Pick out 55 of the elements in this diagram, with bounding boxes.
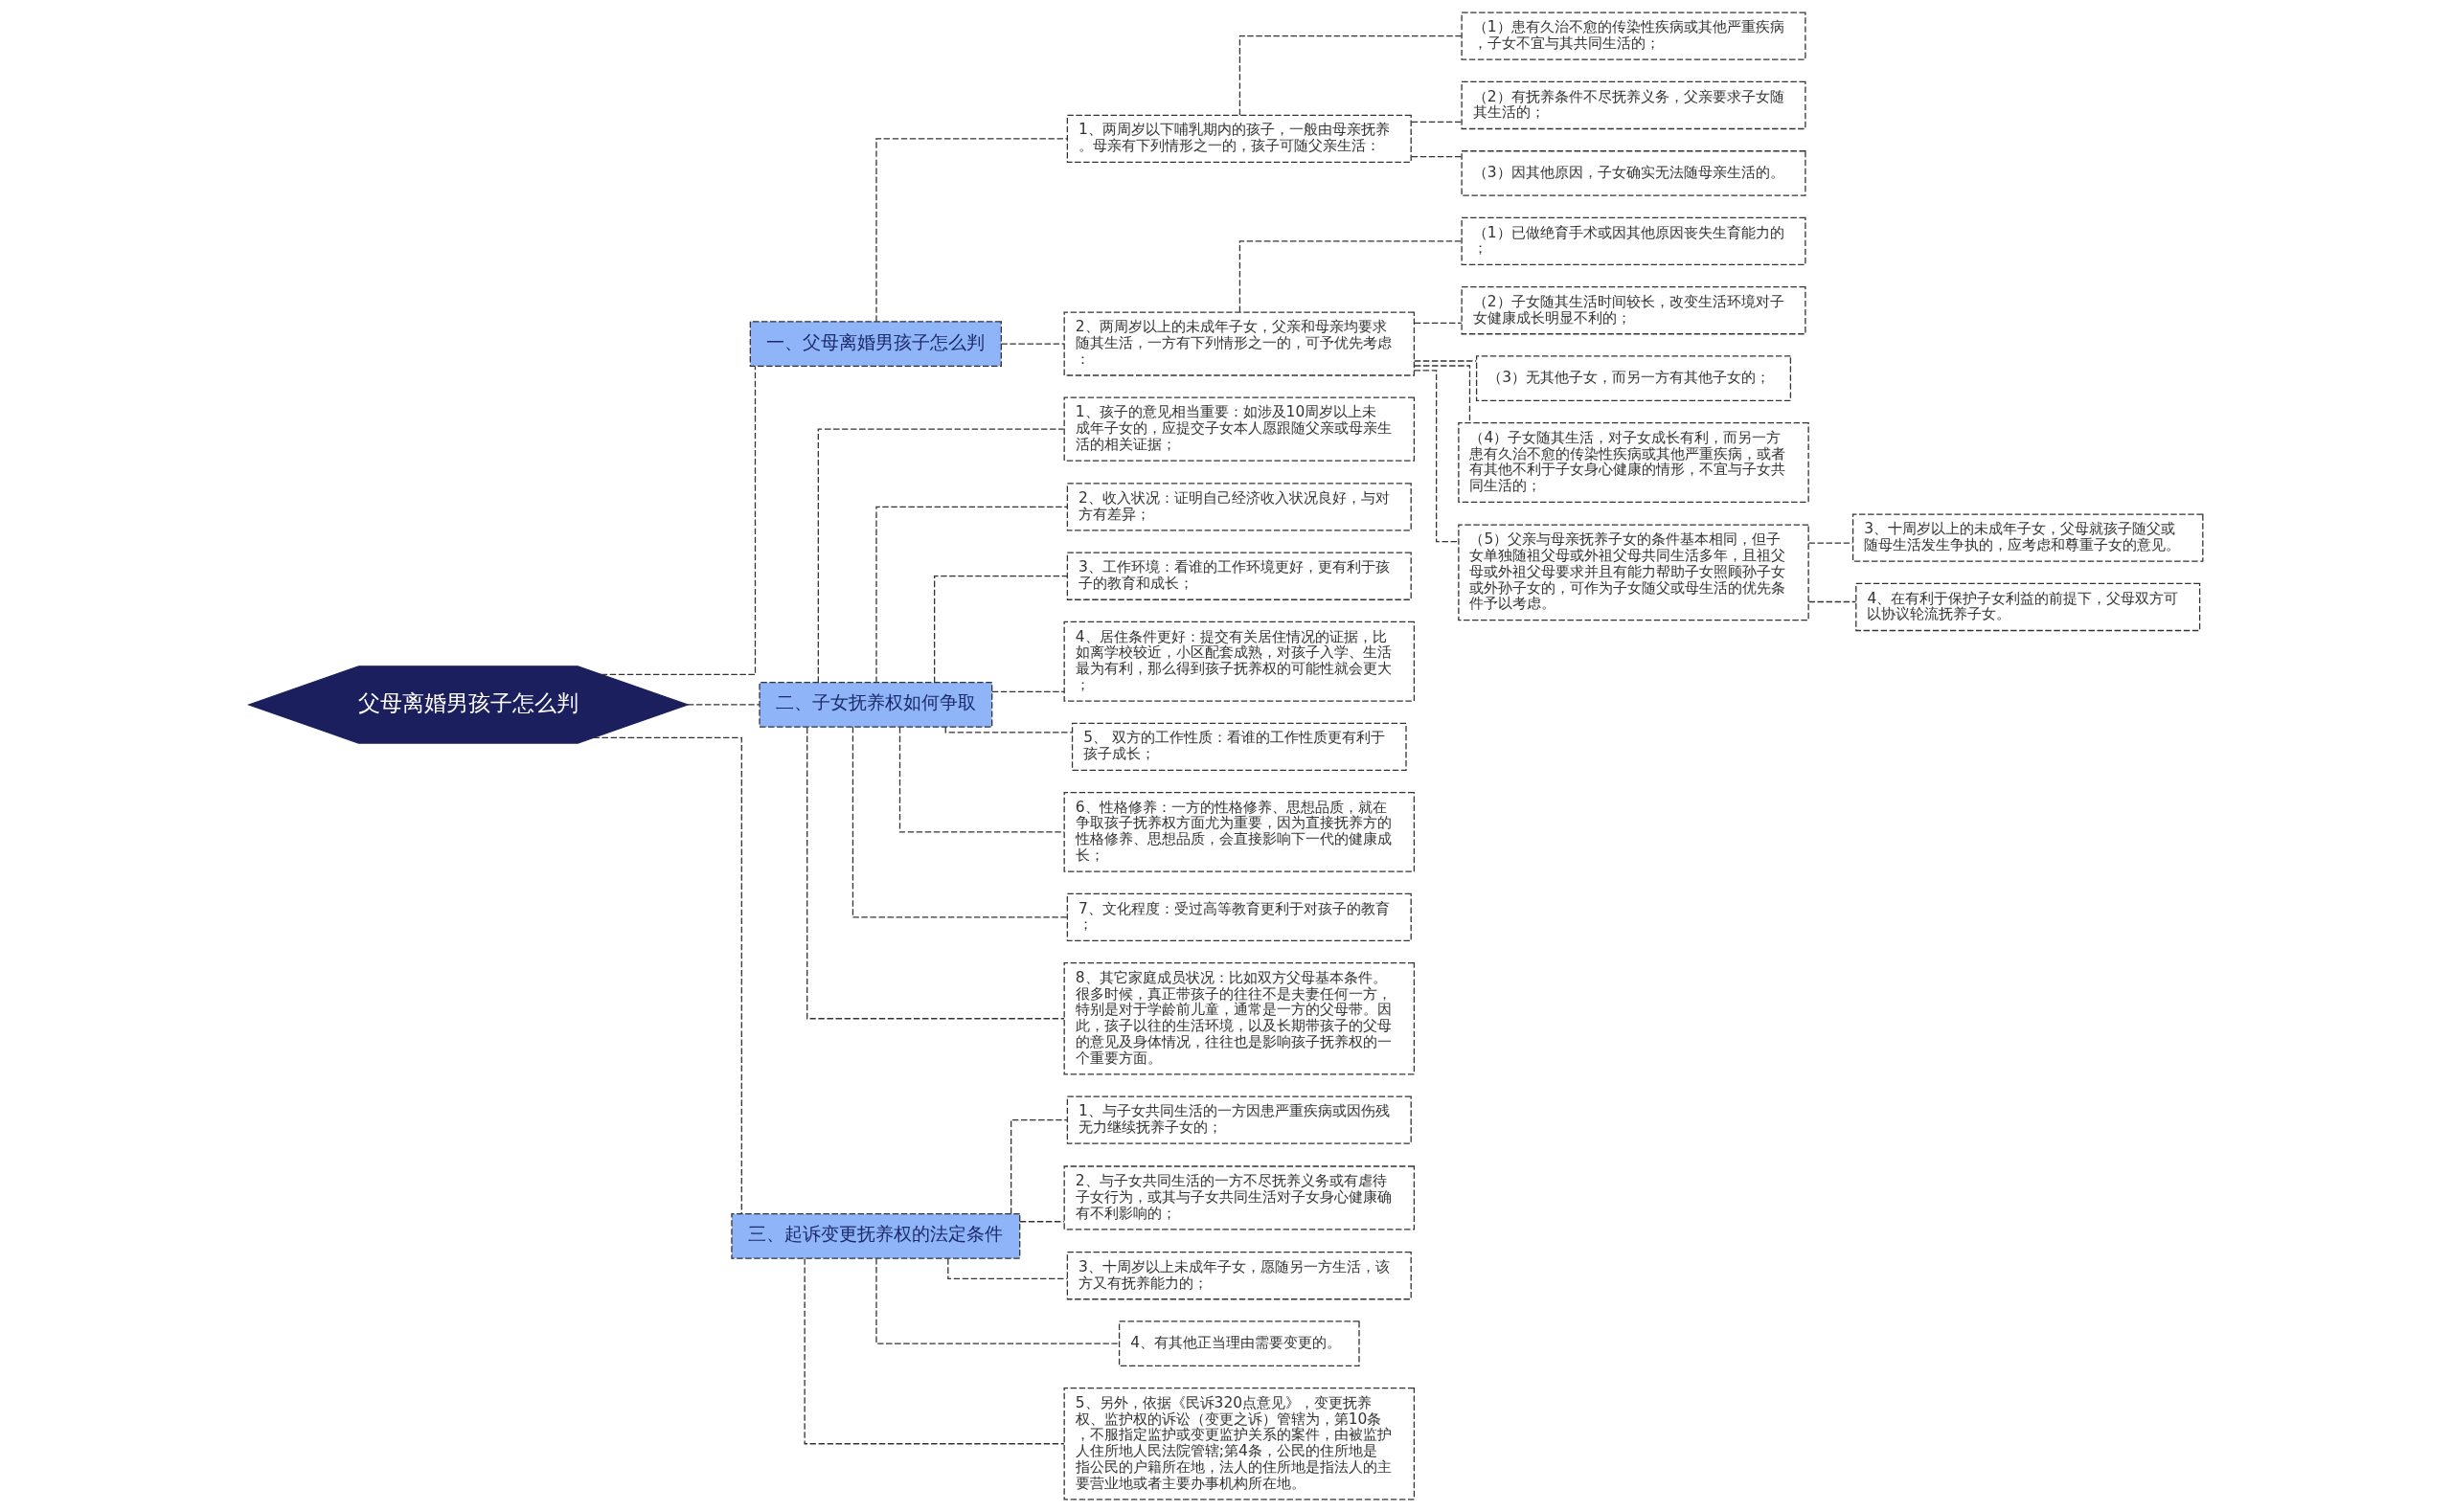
node-box: 5、另外，依据《民诉320点意见》，变更抚养权、监护权的诉讼（变更之诉）管辖为，第10条，不服指定监护或变更监护关系的案件，由被监护人住所地人民法院管辖;第4条，公民的住所地是指公民的户籍所在地，法人的住所地是指法人的主要营业地或者主要办事机构所在地。 (1063, 1388, 1416, 1501)
connector (1414, 365, 1471, 423)
node-box: 4、居住条件更好：提交有关居住情况的证据，比如离学校较近，小区配套成熟，对孩子入学、生活最为有利，那么得到孩子抚养权的可能性就会更大； (1063, 621, 1416, 702)
node-box: 1、孩子的意见相当重要：如涉及10周岁以上未成年子女的，应提交子女本人愿跟随父亲或母亲生活的相关证据； (1063, 396, 1416, 462)
node-box: （3）因其他原因，子女确实无法随母亲生活的。 (1461, 150, 1806, 196)
connector (851, 726, 1068, 918)
node-box: 3、工作环境：看谁的工作环境更好，更有利于孩子的教育和成长； (1066, 552, 1412, 600)
connector (898, 727, 1065, 833)
node-box: （4）子女随其生活，对子女成长有利，而另一方患有久治不愈的传染性疾病或其他严重疾病，或者有其他不利于子女身心健康的情形，不宜与子女共同生活的； (1458, 422, 1809, 503)
node-box: 4、在有利于保护子女利益的前提下，父母双方可以协议轮流抚养子女。 (1855, 582, 2201, 632)
node-box: 4、有其他正当理由需要变更的。 (1118, 1320, 1360, 1367)
node-box: （1）患有久治不愈的传染性疾病或其他严重疾病，子女不宜与其共同生活的； (1461, 11, 1806, 60)
connector (817, 428, 1065, 684)
connector (875, 1257, 1120, 1344)
connector (804, 1257, 1065, 1445)
node-box: 5、 双方的工作性质：看谁的工作性质更有利于孩子成长； (1071, 722, 1407, 771)
connector (991, 690, 1065, 693)
connector (806, 726, 1065, 1020)
node-box: 二、子女抚养权如何争取 (759, 682, 993, 728)
node-box: （3）无其他子女，而另一方有其他子女的； (1475, 355, 1792, 402)
connector (1414, 360, 1477, 362)
node-box: 7、文化程度：受过高等教育更利于对孩子的教育； (1066, 892, 1412, 942)
connector (1019, 1221, 1065, 1223)
node-box: 8、其它家庭成员状况：比如双方父母基本条件。很多时候，真正带孩子的往往不是夫妻任何一方，特别是对于学龄前儿童，通常是一方的父母带。因此，孩子以往的生活环境，以及长期带孩子的父母的意见及身体情况，往往也是影响孩子抚养权的一个重要方面。 (1063, 962, 1416, 1075)
connector (875, 138, 1068, 323)
connector (944, 726, 1074, 733)
node-box: 2、收入状况：证明自己经济收入状况良好，与对方有差异； (1066, 483, 1412, 531)
connector (1238, 240, 1463, 313)
node-box: （2）子女随其生活时间较长，改变生活环境对子女健康成长明显不利的； (1461, 286, 1806, 335)
connector (1000, 343, 1065, 345)
node-box: 三、起诉变更抚养权的法定条件 (731, 1213, 1021, 1259)
node-box: （5）父亲与母亲抚养子女的条件基本相同，但子女单独随祖父母或外祖父母共同生活多年，且祖父母或外祖父母要求并且有能力帮助子女照顾孙子女或外孙子女的，可作为子女随父或母生活的优先条件予以考虑。 (1458, 524, 1809, 621)
connector (1807, 542, 1854, 544)
connector (601, 366, 757, 675)
connector (1413, 370, 1460, 543)
node-box: 1、与子女共同生活的一方因患严重疾病或因伤残无力继续抚养子女的； (1066, 1095, 1412, 1144)
connector (1238, 35, 1463, 116)
connector (875, 506, 1068, 684)
connector (1010, 1118, 1068, 1215)
node-box: （2）有抚养条件不尽抚养义务，父亲要求子女随其生活的； (1461, 80, 1806, 130)
connector (1807, 600, 1857, 603)
node-box: 6、性格修养：一方的性格修养、思想品质，就在争取孩子抚养权方面尤为重要，因为直接抚养方的性格修养、思想品质，会直接影响下一代的健康成长； (1063, 791, 1416, 872)
node-box: 1、两周岁以下哺乳期内的孩子，一般由母亲抚养。母亲有下列情形之一的，孩子可随父亲生活： (1066, 114, 1412, 163)
node-box: （1）已做绝育手术或因其他原因丧失生育能力的； (1461, 216, 1806, 266)
node-box: 2、两周岁以上的未成年子女，父亲和母亲均要求随其生活，一方有下列情形之一的，可予优先考虑： (1063, 311, 1416, 376)
node-box: 3、十周岁以上未成年子女，愿随另一方生活，该方又有抚养能力的； (1066, 1252, 1412, 1300)
node-box: 2、与子女共同生活的一方不尽抚养义务或有虐待子女行为，或其与子女共同生活对子女身心健康确有不利影响的； (1063, 1165, 1416, 1230)
node-box: 3、十周岁以上的未成年子女，父母就孩子随父或随母生活发生争执的，应考虑和尊重子女的意见。 (1851, 513, 2204, 562)
connector (1411, 121, 1463, 124)
connector (687, 704, 761, 706)
connector (934, 575, 1068, 684)
connector (1411, 155, 1463, 158)
node-box: 一、父母离婚男孩子怎么判 (749, 321, 1002, 367)
connector (1414, 322, 1463, 325)
connector (592, 736, 742, 1215)
